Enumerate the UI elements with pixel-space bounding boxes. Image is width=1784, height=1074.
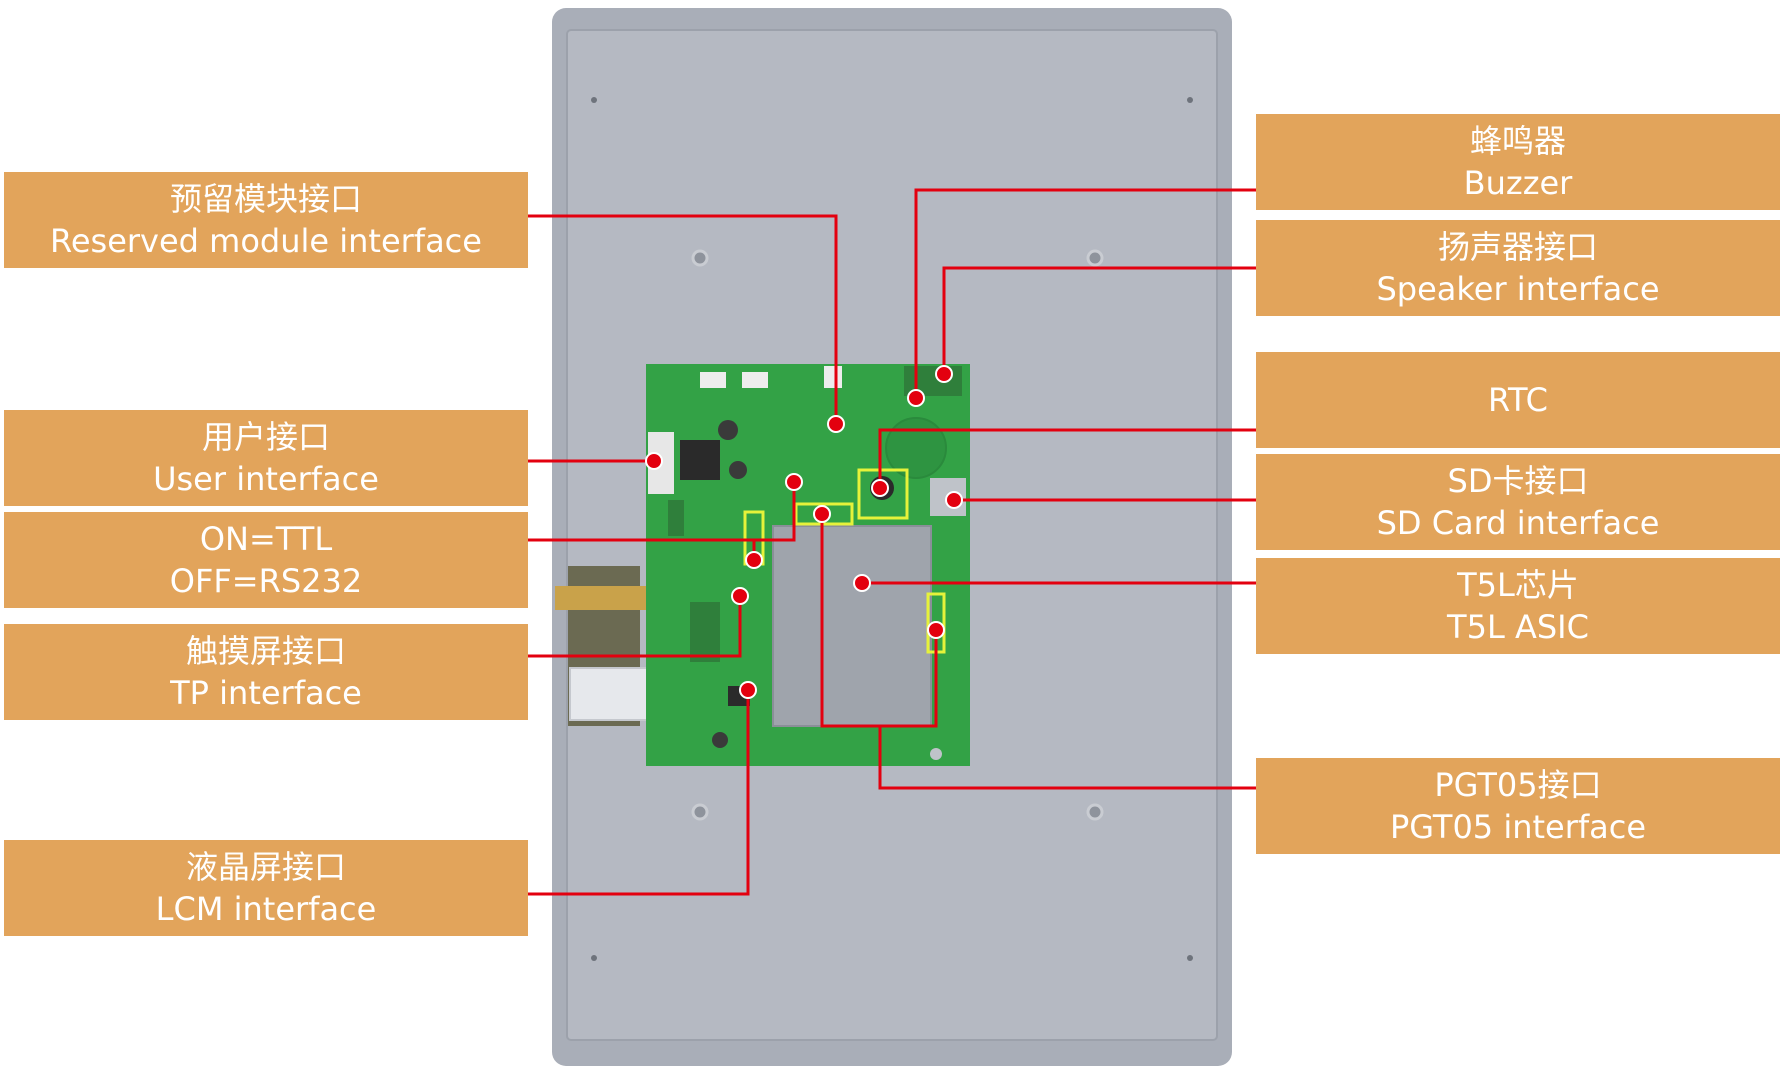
pcb-screw [930,748,942,760]
marker-sd-card [945,491,963,509]
leader-pgt05-branch [820,514,880,728]
panel-hole [1187,97,1193,103]
label-sd-card-en: SD Card interface [1376,504,1660,542]
marker-ttl-switch [785,473,803,491]
pcb-component [668,500,684,536]
leader-rtc [878,428,1256,488]
capacitor-part [718,420,738,440]
label-lcm-interface-en: LCM interface [155,890,377,928]
marker-rtc [871,479,889,497]
label-t5l-chip-en: T5L ASIC [1447,608,1589,646]
leader-speaker [942,266,1256,374]
label-t5l-chip-zh: T5L芯片 [1457,566,1579,604]
label-sd-card: SD卡接口 SD Card interface [1256,454,1780,550]
marker-t5l-chip [853,574,871,592]
pgt05-header-highlight [794,502,854,526]
label-user-interface: 用户接口 User interface [4,410,528,506]
leader-ttl-switch [528,482,796,542]
label-speaker-en: Speaker interface [1376,270,1660,308]
marker-pgt05-header [813,505,831,523]
ic-part [680,440,720,480]
label-pgt05-en: PGT05 interface [1389,808,1647,846]
label-lcm-interface: 液晶屏接口 LCM interface [4,840,528,936]
marker-user-interface [645,452,663,470]
label-pgt05-zh: PGT05接口 [1434,766,1602,804]
panel-hole [591,955,597,961]
label-ttl-switch-off: OFF=RS232 [169,562,363,600]
pcb-component [690,602,720,662]
label-buzzer-en: Buzzer [1463,164,1573,202]
label-tp-interface-zh: 触摸屏接口 [185,632,346,670]
pcb-component [824,366,842,388]
panel-hole [1187,955,1193,961]
label-ttl-switch-on: ON=TTL [199,520,333,558]
pcb-component [700,372,726,388]
label-user-interface-zh: 用户接口 [201,418,330,456]
label-buzzer-zh: 蜂鸣器 [1469,122,1566,160]
capacitor-part [729,461,747,479]
marker-buzzer [907,389,925,407]
label-rtc-en: RTC [1488,381,1548,419]
pcb-component [742,372,768,388]
marker-lcm-interface [739,681,757,699]
label-tp-interface: 触摸屏接口 TP interface [4,624,528,720]
rtc-battery-pad [885,417,947,479]
leader-reserved-module [528,214,838,424]
marker-speaker [935,365,953,383]
label-reserved-module-en: Reserved module interface [50,222,482,260]
label-reserved-module-zh: 预留模块接口 [169,180,362,218]
panel-hole [591,97,597,103]
marker-reserved-module [827,415,845,433]
mounting-stud [691,803,709,821]
t5l-chip-shield [772,525,932,727]
label-rtc: RTC [1256,352,1780,448]
marker-ttl-drop [745,551,763,569]
label-tp-interface-en: TP interface [170,674,362,712]
label-t5l-chip: T5L芯片 T5L ASIC [1256,558,1780,654]
leader-tp-interface [528,596,742,658]
rtc-highlight [857,468,909,520]
label-speaker-zh: 扬声器接口 [1437,228,1598,266]
label-sd-card-zh: SD卡接口 [1447,462,1589,500]
mounting-stud [691,249,709,267]
mounting-stud [1086,249,1104,267]
marker-tp-interface [731,587,749,605]
marker-pgt05 [927,621,945,639]
label-pgt05: PGT05接口 PGT05 interface [1256,758,1780,854]
mounting-stud [1086,803,1104,821]
label-buzzer: 蜂鸣器 Buzzer [1256,114,1780,210]
label-lcm-interface-zh: 液晶屏接口 [185,848,346,886]
capacitor-part [712,732,728,748]
label-speaker: 扬声器接口 Speaker interface [1256,220,1780,316]
label-ttl-switch: ON=TTL OFF=RS232 [4,512,528,608]
leader-lcm-interface [528,690,750,896]
label-reserved-module: 预留模块接口 Reserved module interface [4,172,528,268]
label-user-interface-en: User interface [153,460,379,498]
leader-buzzer [914,188,1256,398]
